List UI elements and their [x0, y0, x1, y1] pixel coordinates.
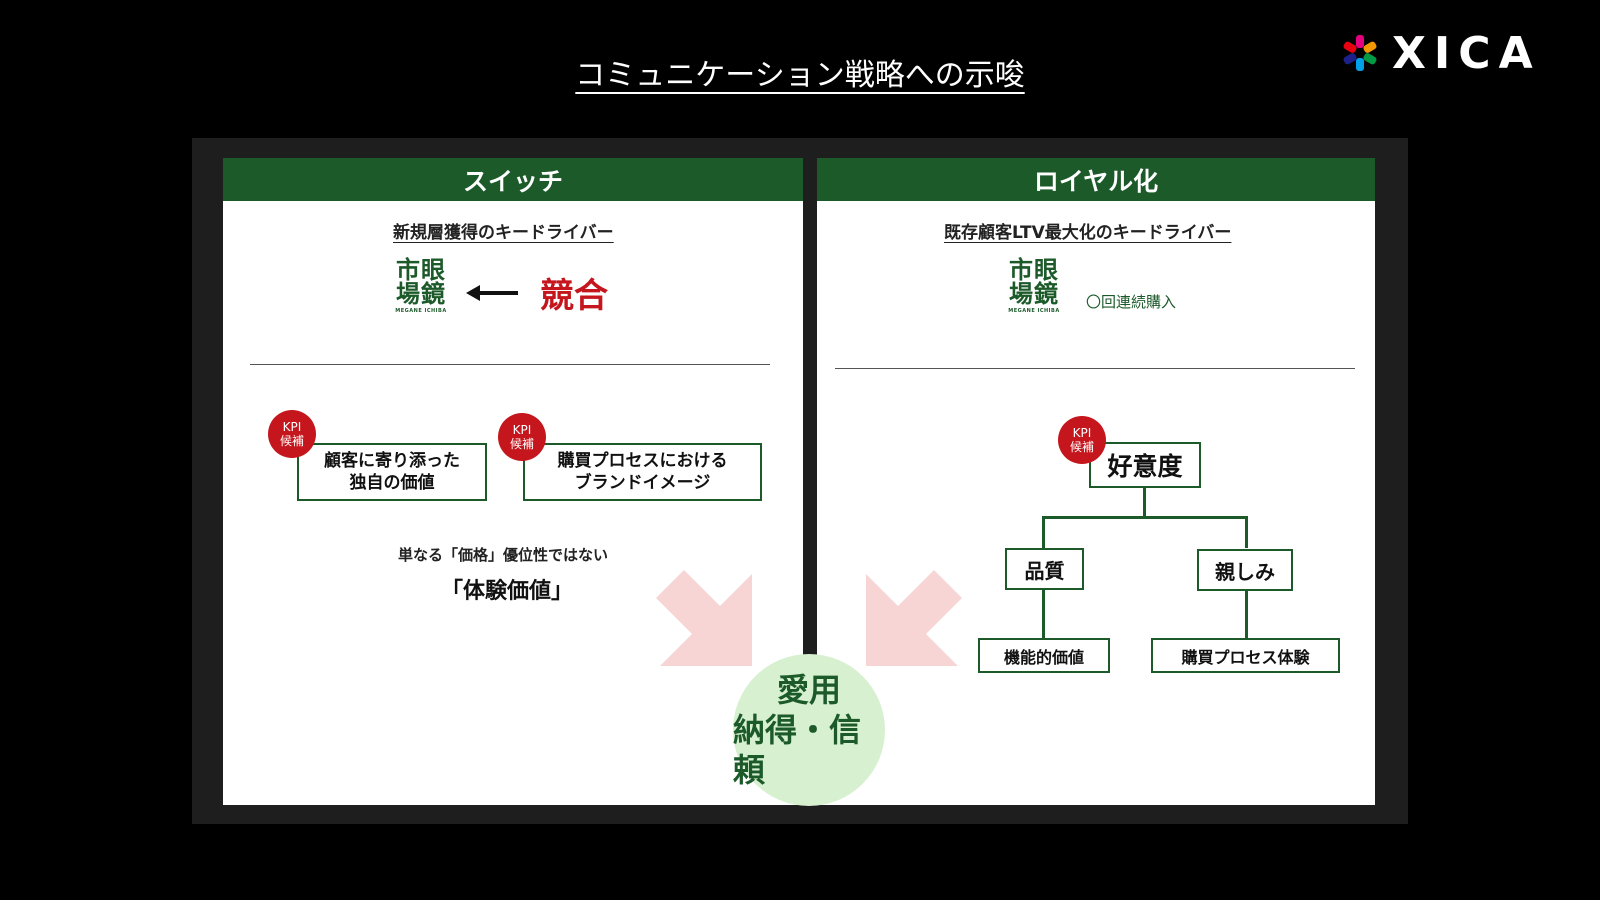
royal-panel-header: ロイヤル化: [817, 158, 1375, 201]
kpi-box-brand-image-line1: 購買プロセスにおける: [557, 451, 728, 471]
familiarity-box: 親しみ: [1197, 549, 1293, 591]
loyalty-line1: 愛用: [776, 671, 841, 709]
kpi-badge-label: KPI: [512, 423, 532, 437]
kpi-badge: KPI 候補: [268, 410, 316, 458]
functional-value-box: 機能的価値: [978, 638, 1110, 673]
purchase-experience-box: 購買プロセス体験: [1151, 638, 1340, 673]
experience-value: 「体験価値」: [441, 579, 574, 604]
kpi-badge-sub: 候補: [509, 437, 534, 451]
repeat-purchase-label: 〇回連続購入: [1086, 293, 1177, 311]
tree-connector: [1143, 487, 1146, 517]
loyalty-line2: 納得・信頼: [733, 711, 862, 789]
kpi-box-brand-image: 購買プロセスにおける ブランドイメージ: [523, 443, 762, 501]
kpi-badge-label: KPI: [282, 420, 302, 434]
kpi-badge-sub: 候補: [279, 434, 304, 448]
right-divider: [835, 368, 1355, 369]
loyalty-circle: 愛用 納得・信頼: [733, 654, 885, 806]
competitor-label: 競合: [540, 276, 608, 316]
megane-ichiba-logo: 市眼 場鏡 MEGANE ICHIBA: [395, 258, 447, 314]
switch-subtitle: 新規層獲得のキードライバー: [393, 223, 614, 243]
royal-subtitle: 既存顧客LTV最大化のキードライバー: [944, 223, 1232, 243]
kpi-badge: KPI 候補: [498, 413, 546, 461]
tree-connector: [1245, 591, 1248, 639]
price-note: 単なる「価格」優位性ではない: [398, 546, 609, 564]
kpi-box-brand-image-line2: ブランドイメージ: [574, 473, 711, 493]
tree-connector: [1042, 516, 1248, 519]
brand-subtext: MEGANE ICHIBA: [395, 308, 447, 314]
kpi-box-unique-value: 顧客に寄り添った 独自の価値: [297, 443, 487, 501]
xica-logo: XICA: [1340, 27, 1541, 79]
kpi-badge-label: KPI: [1072, 426, 1092, 440]
brand-subtext: MEGANE ICHIBA: [1008, 308, 1060, 314]
page-title: コミュニケーション戦略への示唆: [575, 58, 1025, 93]
arrow-left-icon: [466, 285, 518, 301]
megane-ichiba-logo: 市眼 場鏡 MEGANE ICHIBA: [1008, 258, 1060, 314]
left-divider: [250, 364, 770, 365]
kpi-badge-sub: 候補: [1069, 440, 1094, 454]
brand-kanji-bottom: 場鏡: [1009, 280, 1059, 308]
quality-box: 品質: [1005, 548, 1084, 590]
brand-kanji-top: 市眼: [396, 256, 446, 284]
brand-kanji-bottom: 場鏡: [396, 280, 446, 308]
tree-connector: [1042, 589, 1045, 639]
kpi-badge: KPI 候補: [1058, 416, 1106, 464]
switch-panel-header: スイッチ: [223, 158, 803, 201]
logo-text: XICA: [1392, 27, 1541, 79]
arrow-down-right-icon: [656, 570, 752, 666]
pinwheel-icon: [1343, 35, 1377, 71]
tree-connector: [1245, 516, 1248, 548]
brand-kanji-top: 市眼: [1009, 256, 1059, 284]
kpi-box-unique-value-line1: 顧客に寄り添った: [324, 451, 460, 471]
favorability-box: 好意度: [1089, 442, 1201, 488]
tree-connector: [1042, 516, 1045, 548]
kpi-box-unique-value-line2: 独自の価値: [349, 473, 435, 493]
arrow-down-left-icon: [866, 570, 962, 666]
